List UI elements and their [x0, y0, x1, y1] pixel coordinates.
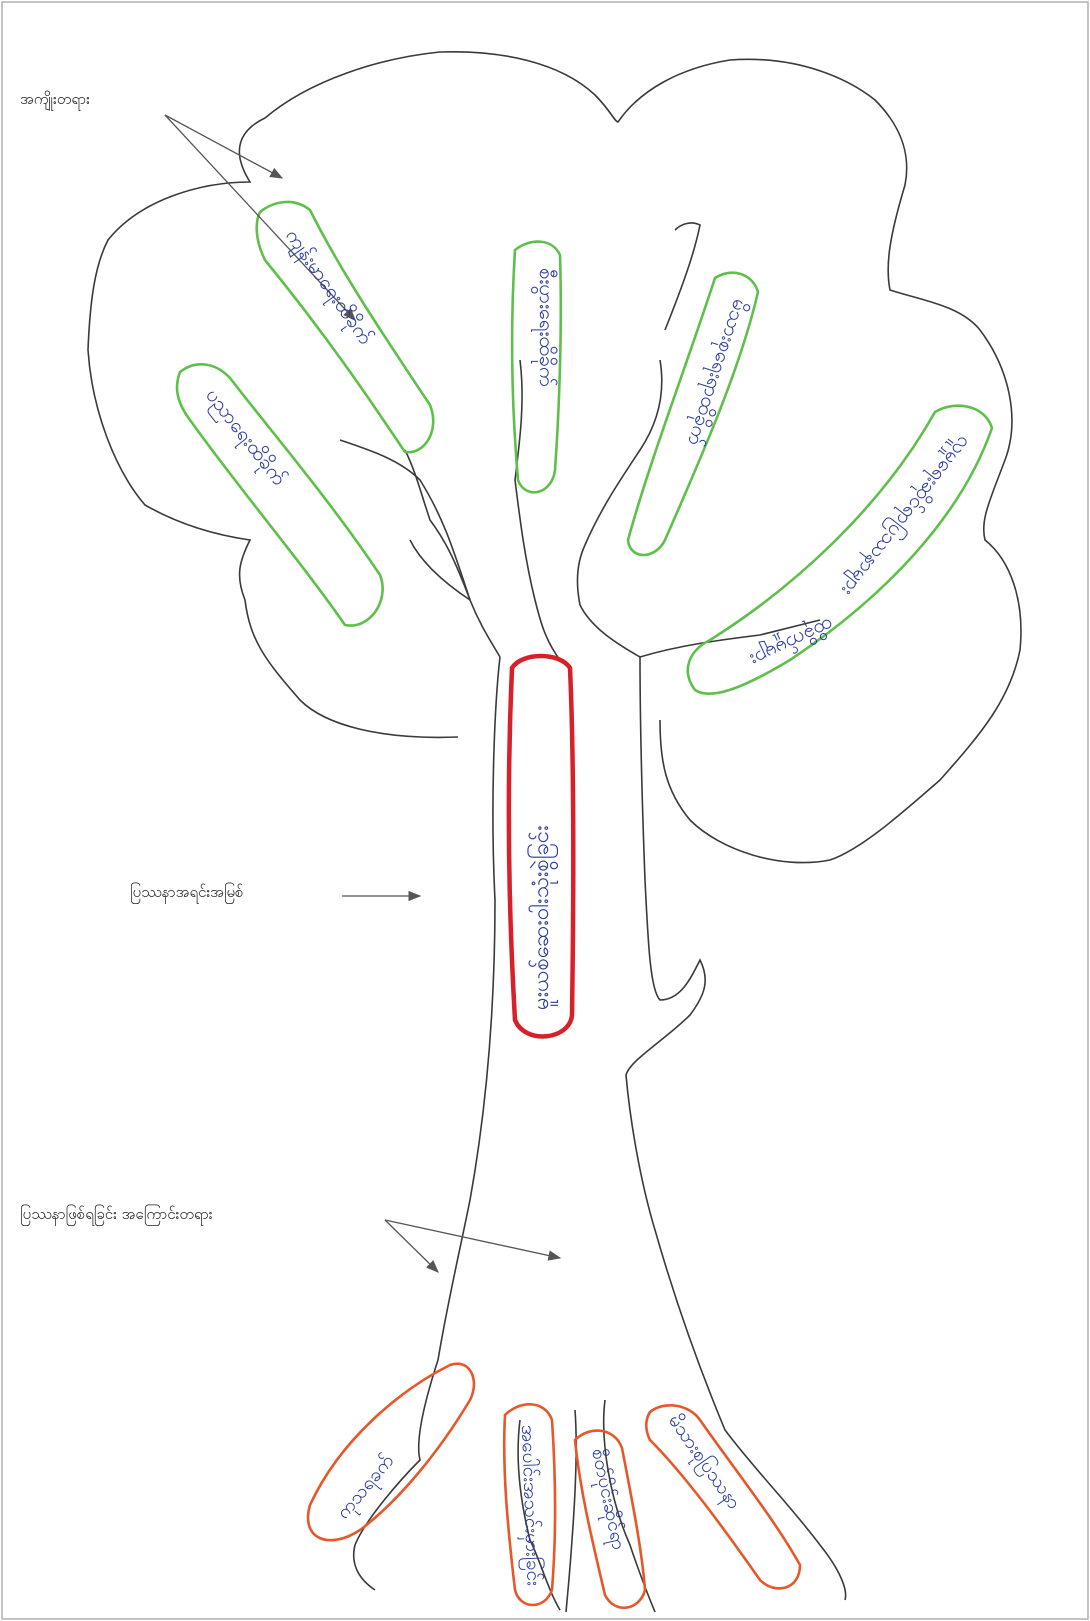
- cause-texts: ကုသရခက် အပေါင်းအသင်းမှားခြင်း စိတ်ပိုင်း…: [331, 1409, 747, 1586]
- cause-text-1: ကုသရခက်: [331, 1449, 401, 1525]
- causes-arrow-a: [385, 1220, 438, 1272]
- effect-boxes: [177, 202, 992, 694]
- effect-text-6: ထိခိုက်မှုများ: [745, 610, 838, 673]
- cause-box-1: [308, 1364, 474, 1541]
- effect-text-5: လူမှုရေးဆိုင်ရာပြဿနာများ: [834, 429, 977, 601]
- tree-canopy-outline: [88, 52, 1021, 863]
- core-problem-label: ပြဿနာအရင်းအမြစ်: [130, 883, 243, 905]
- effect-text-4: မိသားစုရေးရာထိခိုက်: [679, 295, 753, 449]
- cause-text-2: အပေါင်းအသင်းမှားခြင်း: [513, 1424, 547, 1586]
- core-problem-text: မူးယစ်ဆေးဝါးသုံးစွဲခြင်း: [527, 825, 559, 1010]
- effects-arrow-a: [165, 115, 282, 178]
- tree-trunk: [340, 223, 820, 1545]
- causes-label: ပြဿနာဖြစ်ရခြင်း အကြောင်းတရား: [20, 1205, 213, 1227]
- annotation-arrows: [165, 115, 560, 1272]
- causes-arrow-b: [385, 1220, 560, 1258]
- effects-label: အကျိုးတရား: [20, 90, 90, 112]
- effect-text-3: စီးပွားရေးထိခိုက်: [531, 268, 559, 387]
